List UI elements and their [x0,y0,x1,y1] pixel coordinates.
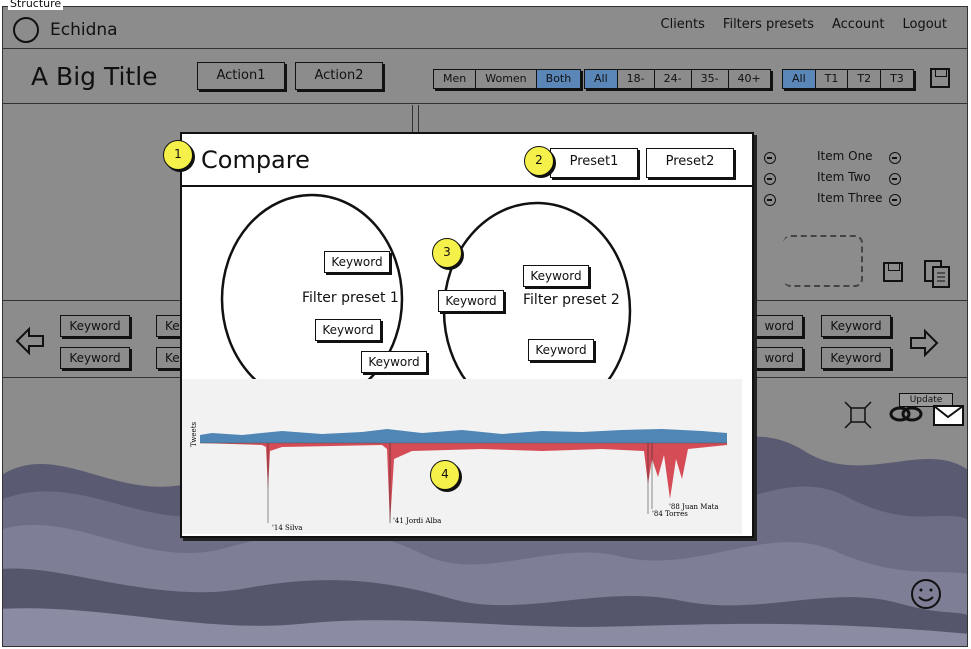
annotation-badge-2: 2 [524,146,554,176]
arrow-right-icon[interactable] [907,327,939,359]
preset2-button[interactable]: Preset2 [646,148,734,178]
page-title: A Big Title [31,62,158,91]
age-24[interactable]: 24- [654,70,692,88]
frame-label: Structure [8,0,64,10]
logo-icon [13,17,39,43]
keyword-chip[interactable]: Keyword [315,319,381,341]
negative-area [200,443,727,524]
remove-icon[interactable] [889,194,901,206]
item-one-label: Item One [817,149,873,163]
keyword-chip[interactable]: word [743,315,803,337]
gender-women[interactable]: Women [476,70,537,88]
nav-filters-presets[interactable]: Filters presets [722,17,814,32]
keyword-chip[interactable]: Keyword [324,251,390,273]
action2-button[interactable]: Action2 [295,62,383,90]
nav-clients[interactable]: Clients [660,17,705,32]
chart-annotation: '84 Torres [652,510,688,518]
tweets-chart: Tweets '14 Silva '41 Jordi Alba '84 Torr… [182,379,742,534]
age-40[interactable]: 40+ [728,70,770,88]
nav-account[interactable]: Account [831,17,885,32]
modal-title: Compare [201,146,310,174]
shared-keyword-chip[interactable]: Keyword [438,290,504,312]
main-nav: Clients Filters presets Account Logout [661,17,948,32]
arrow-left-icon[interactable] [15,325,47,357]
mail-icon[interactable] [933,405,965,427]
keyword-chip[interactable]: Keyword [361,351,427,373]
age-18[interactable]: 18- [617,70,655,88]
annotation-badge-1: 1 [163,140,193,170]
link-icon[interactable] [889,404,923,424]
action1-button[interactable]: Action1 [197,62,285,90]
tweets-chart-svg: Tweets '14 Silva '41 Jordi Alba '84 Torr… [190,421,727,532]
positive-area [200,429,727,443]
keyword-chip[interactable]: Keyword [60,347,130,369]
time-t1[interactable]: T1 [815,70,849,88]
age-all[interactable]: All [585,70,618,88]
keyword-chip[interactable]: Keyword [821,347,891,369]
chart-annotation: '14 Silva [272,524,302,532]
preset1-button[interactable]: Preset1 [550,148,638,178]
remove-icon[interactable] [889,152,901,164]
modal-divider [182,185,752,187]
copy-icon[interactable] [923,259,953,289]
remove-icon[interactable] [889,173,901,185]
smiley-icon[interactable] [909,577,943,611]
keyword-chip[interactable]: word [743,347,803,369]
annotation-badge-4: 4 [430,460,460,490]
chart-annotation: '41 Jordi Alba [393,517,441,525]
item-two-label: Item Two [817,170,871,184]
keyword-chip[interactable]: Keyword [821,315,891,337]
nav-logout[interactable]: Logout [902,17,947,32]
keyword-chip[interactable]: Keyword [523,265,589,287]
keyword-chip[interactable]: Keyword [60,315,130,337]
annotation-badge-3: 3 [432,238,462,268]
remove-icon[interactable] [764,173,776,185]
keyword-chip[interactable]: Keyword [528,339,594,361]
remove-icon[interactable] [764,152,776,164]
fullscreen-icon[interactable] [843,400,873,430]
time-all[interactable]: All [783,70,816,88]
time-t2[interactable]: T2 [848,70,882,88]
chart-ylabel: Tweets [190,421,198,447]
venn-left-label: Filter preset 1 [302,290,399,306]
title-bar: A Big Title [3,50,967,104]
brand-name: Echidna [50,20,118,40]
age-segmented-control: All 18- 24- 35- 40+ [584,69,771,89]
save-icon[interactable] [883,262,903,282]
age-35[interactable]: 35- [691,70,729,88]
venn-right-label: Filter preset 2 [523,292,620,308]
chart-annotation: '88 Juan Mata [669,503,719,511]
time-t3[interactable]: T3 [881,70,913,88]
gender-both[interactable]: Both [536,70,581,88]
top-bar: Echidna Clients Filters presets Account … [3,7,967,49]
save-icon[interactable] [930,68,950,88]
update-button[interactable]: Update [899,393,953,407]
compare-modal: Compare Preset1 Preset2 Filter preset 1 … [180,132,754,538]
time-segmented-control: All T1 T2 T3 [782,69,914,89]
gender-segmented-control: Men Women Both [433,69,582,89]
gender-men[interactable]: Men [434,70,477,88]
item-three-label: Item Three [817,191,883,205]
drop-zone[interactable] [783,235,863,287]
remove-icon[interactable] [764,194,776,206]
